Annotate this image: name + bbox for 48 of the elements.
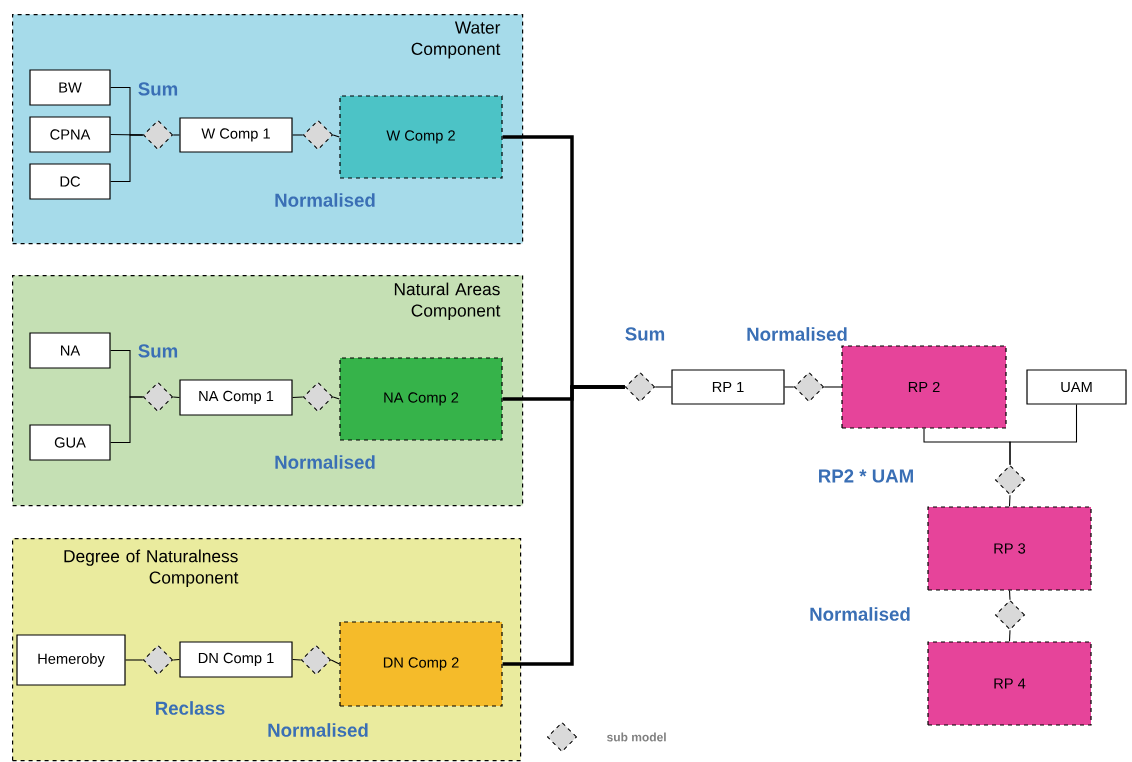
input-box: NA Comp 1 — [179, 379, 293, 416]
input-box: W Comp 1 — [179, 117, 293, 153]
model-box: DN Comp 2 — [339, 621, 503, 707]
connector-line — [823, 386, 842, 388]
connector-line — [654, 386, 672, 388]
connector-line — [292, 658, 302, 661]
model-box: NA Comp 2 — [339, 357, 503, 441]
connector-line — [1008, 590, 1011, 601]
connector-line — [332, 134, 340, 138]
connector-line — [1008, 629, 1011, 642]
model-box: RP 2 — [841, 345, 1007, 429]
input-box: Hemeroby — [16, 634, 126, 686]
connector-line — [172, 134, 180, 136]
model-box: RP 4 — [927, 641, 1092, 726]
connector-line — [784, 386, 795, 388]
input-box: GUA — [29, 424, 111, 461]
input-box: DC — [29, 163, 111, 200]
connector-line — [502, 385, 625, 666]
operation-label: Sum — [625, 327, 665, 341]
input-box: RP 1 — [671, 369, 785, 405]
connector-line — [292, 134, 304, 136]
operation-label: Sum — [138, 344, 178, 358]
input-box: BW — [29, 69, 111, 106]
connector-line — [292, 396, 304, 399]
operation-label: Normalised — [275, 193, 375, 207]
model-box: W Comp 2 — [339, 95, 503, 179]
connector-line — [172, 658, 180, 661]
input-box: UAM — [1026, 369, 1127, 405]
connector-line — [110, 134, 144, 183]
operation-label: Reclass — [155, 701, 225, 715]
connector-line — [330, 659, 340, 665]
input-box: DN Comp 1 — [179, 641, 293, 678]
connector-line — [1009, 404, 1078, 466]
operation-label: Normalised — [747, 327, 847, 341]
model-box: RP 3 — [927, 506, 1092, 591]
connector-line — [332, 396, 340, 400]
operation-label: Normalised — [275, 455, 375, 469]
operation-label: Normalised — [268, 723, 368, 737]
connector-line — [172, 396, 180, 399]
operation-label: RP2 * UAM — [819, 469, 913, 483]
connector-line — [110, 396, 144, 444]
input-box: NA — [29, 332, 111, 369]
connector-line — [1008, 494, 1011, 507]
legend-label: sub model — [607, 732, 666, 742]
operation-label: Sum — [138, 82, 178, 96]
operation-label: Normalised — [810, 607, 910, 621]
input-box: CPNA — [29, 116, 111, 153]
connector-line — [125, 659, 144, 661]
